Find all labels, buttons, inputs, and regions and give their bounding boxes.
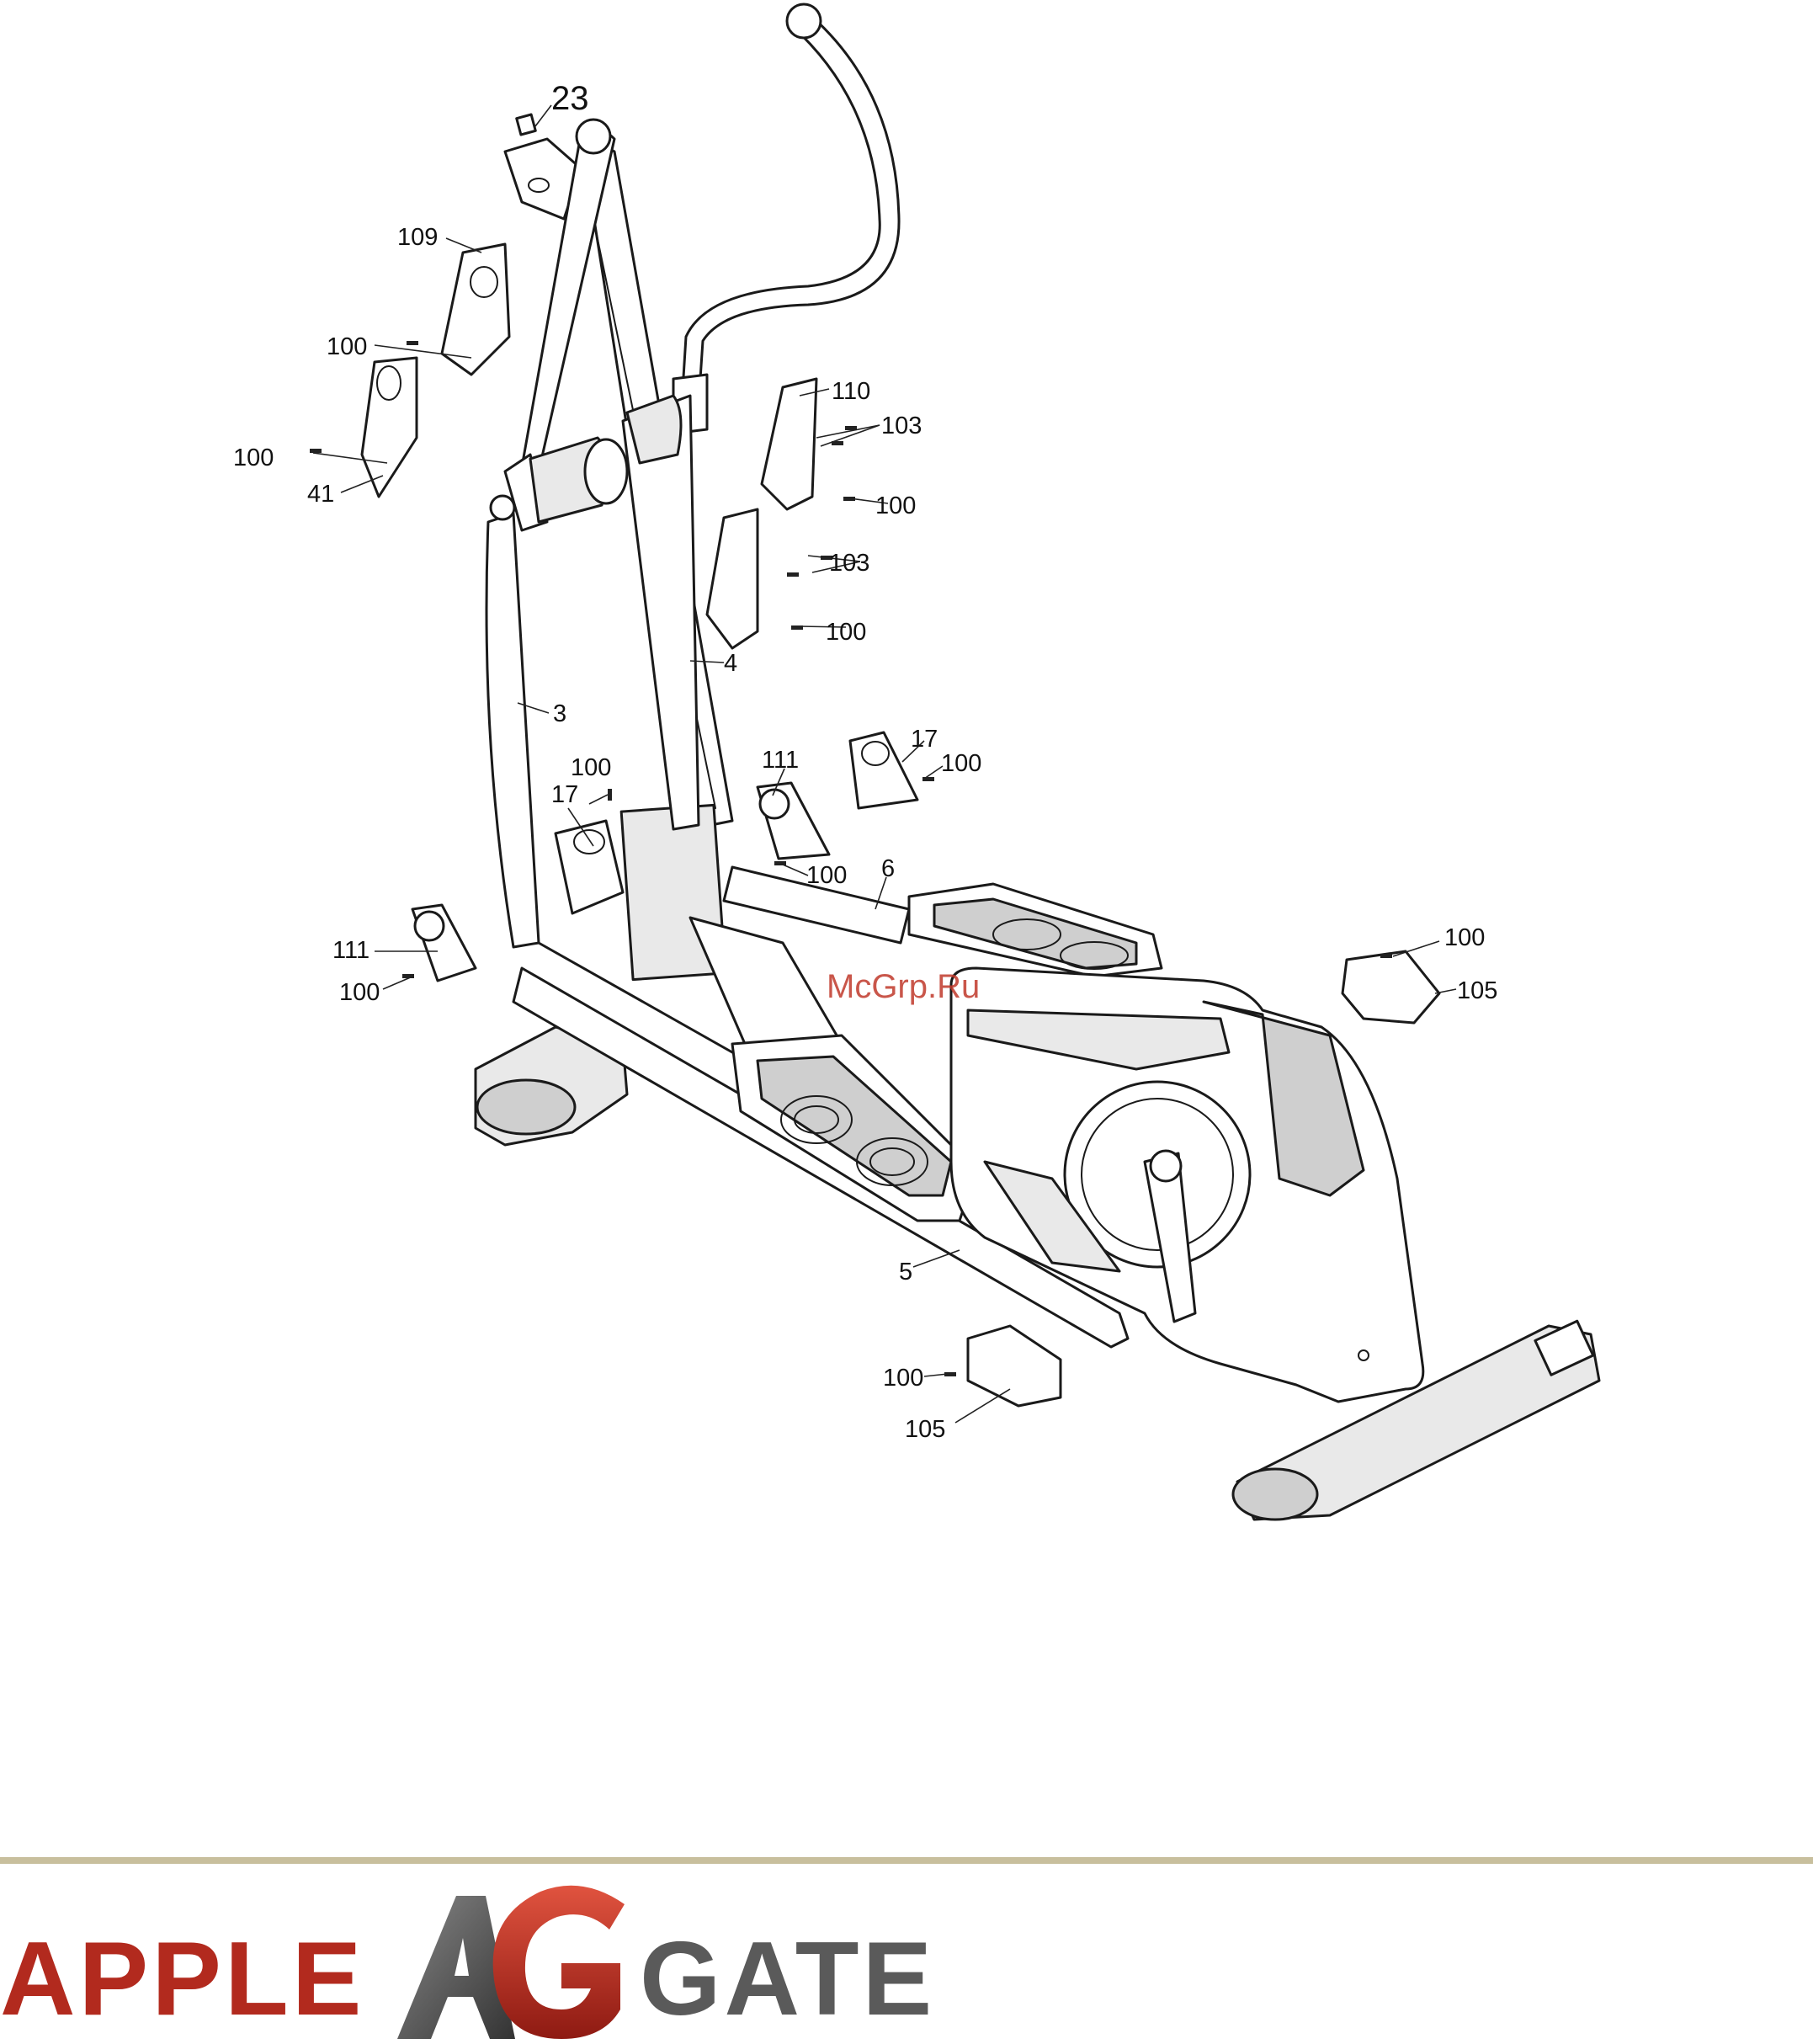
watermark: McGrp.Ru xyxy=(827,968,980,1006)
callout-100: 100 xyxy=(1444,924,1485,951)
sensor-23 xyxy=(517,114,536,135)
callout-100: 100 xyxy=(883,1365,923,1392)
callout-100: 100 xyxy=(327,333,367,360)
right-cap-111 xyxy=(758,783,829,859)
callout-6: 6 xyxy=(881,855,895,882)
callout-17: 17 xyxy=(551,781,578,808)
cover-110 xyxy=(762,379,816,509)
callout-103: 103 xyxy=(881,413,922,439)
callout-41: 41 xyxy=(307,481,334,508)
callout-100: 100 xyxy=(233,444,274,471)
callout-105: 105 xyxy=(1457,977,1497,1004)
left-cap-111 xyxy=(412,905,476,981)
callout-109: 109 xyxy=(397,224,438,251)
footer-divider xyxy=(0,1857,1813,1864)
callout-100: 100 xyxy=(875,492,916,519)
callout-4: 4 xyxy=(724,650,737,677)
callout-100: 100 xyxy=(571,754,611,781)
brand-name-left: APPLE xyxy=(0,1919,364,2039)
callout-3: 3 xyxy=(553,700,566,727)
callout-103: 103 xyxy=(829,550,869,577)
callout-110: 110 xyxy=(832,378,870,405)
callout-105: 105 xyxy=(905,1416,945,1443)
callout-100: 100 xyxy=(339,979,380,1006)
right-bracket-17 xyxy=(850,732,917,808)
end-cap-105-right xyxy=(1342,951,1439,1023)
callout-100: 100 xyxy=(826,619,866,646)
end-cap-105-left xyxy=(968,1326,1061,1406)
cover-lower-right xyxy=(707,509,758,648)
callout-111: 111 xyxy=(762,747,799,774)
callout-17: 17 xyxy=(911,726,938,753)
brand-name-right: GATE xyxy=(640,1919,935,2039)
callout-111: 111 xyxy=(332,937,370,964)
cover-41 xyxy=(362,358,417,497)
callout-100: 100 xyxy=(806,862,847,889)
callout-5: 5 xyxy=(899,1259,912,1285)
left-bracket-17 xyxy=(556,821,623,913)
callout-100: 100 xyxy=(941,750,981,777)
right-pedal xyxy=(909,884,1162,977)
brand-logo-icon xyxy=(389,1871,641,2044)
callout-23: 23 xyxy=(551,80,589,117)
